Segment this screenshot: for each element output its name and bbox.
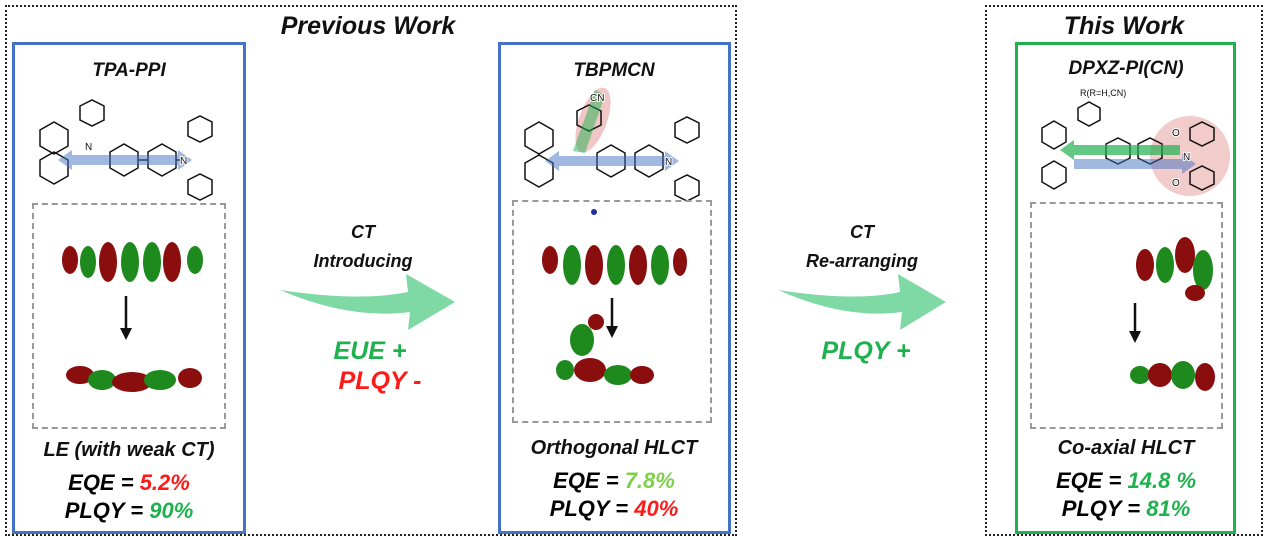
state-label: LE (with weak CT) [43,439,215,461]
atom-n: N [665,157,672,168]
previous-work-box [5,5,737,536]
transition-arrow [778,274,946,330]
transition-line1: CT [850,222,874,242]
molecule-tbpmcn: CN N [524,87,700,202]
plqy-label: PLQY = [64,498,150,523]
eqe-label: EQE = [553,468,625,493]
orbital-box [512,200,712,423]
atom-n: N [1183,152,1190,163]
eqe-number: 14.8 % [1127,468,1197,493]
panel-tbpmcn [498,42,731,534]
orbital-homo-lumo [1129,237,1215,391]
ct-arrow-blue [545,151,679,171]
plqy-label: PLQY = [549,496,635,521]
state-label: Orthogonal HLCT [530,437,698,459]
eqe-value: EQE = 14.8 % [1006,468,1246,494]
effect-plqy: PLQY - [338,367,422,395]
this-work-box [985,5,1263,536]
eqe-value: EQE = 5.2% [9,470,249,496]
molecule-dpxz-pi-cn: R(R=H,CN) O O N [1041,87,1230,196]
ct-arrow-blue [1074,154,1196,174]
plqy-number: 81% [1146,496,1191,521]
molecule-tpa-ppi: N N [39,99,213,201]
effect-plqy: PLQY + [821,337,911,365]
plqy-value: PLQY = 90% [9,498,249,524]
eqe-label: EQE = [68,470,140,495]
plqy-number: 90% [149,498,194,523]
transition-arrow [280,274,455,330]
cn-label: CN [590,93,604,104]
atom-o: O [1172,178,1180,189]
panel-title: DPXZ-PI(CN) [1068,58,1184,79]
panel-tpa-ppi [12,42,246,534]
orbital-box [32,203,226,429]
transition-line2: Re-arranging [805,251,919,271]
panel-title: TPA-PPI [92,60,166,81]
effect-eue: EUE + [333,337,407,365]
previous-work-title: Previous Work [218,12,518,41]
atom-n: N [85,142,92,153]
transition-line2: Introducing [313,251,413,271]
atom-n: N [180,156,187,167]
eqe-label: EQE = [1055,468,1128,493]
orbital-box [1030,202,1223,429]
plqy-value: PLQY = 40% [494,496,734,522]
orbital-homo-lumo [62,242,203,392]
transition-line1: CT [351,222,375,242]
plqy-value: PLQY = 81% [1006,496,1246,522]
ct-arrow-blue [58,150,192,170]
plqy-number: 40% [634,496,679,521]
eqe-value: EQE = 7.8% [494,468,734,494]
orbital-homo-lumo [542,209,687,385]
ct-arrow-green [1060,140,1180,160]
panel-title: TBPMCN [573,60,655,81]
this-work-title: This Work [1024,12,1224,41]
eqe-number: 5.2% [139,470,190,495]
eqe-number: 7.8% [624,468,675,493]
plqy-label: PLQY = [1061,496,1147,521]
state-label: Co-axial HLCT [1057,437,1195,459]
ct-arrow-green [573,90,605,153]
panel-dpxz-pi-cn [1015,42,1236,534]
r-label: R(R=H,CN) [1080,88,1126,98]
atom-o: O [1172,128,1180,139]
